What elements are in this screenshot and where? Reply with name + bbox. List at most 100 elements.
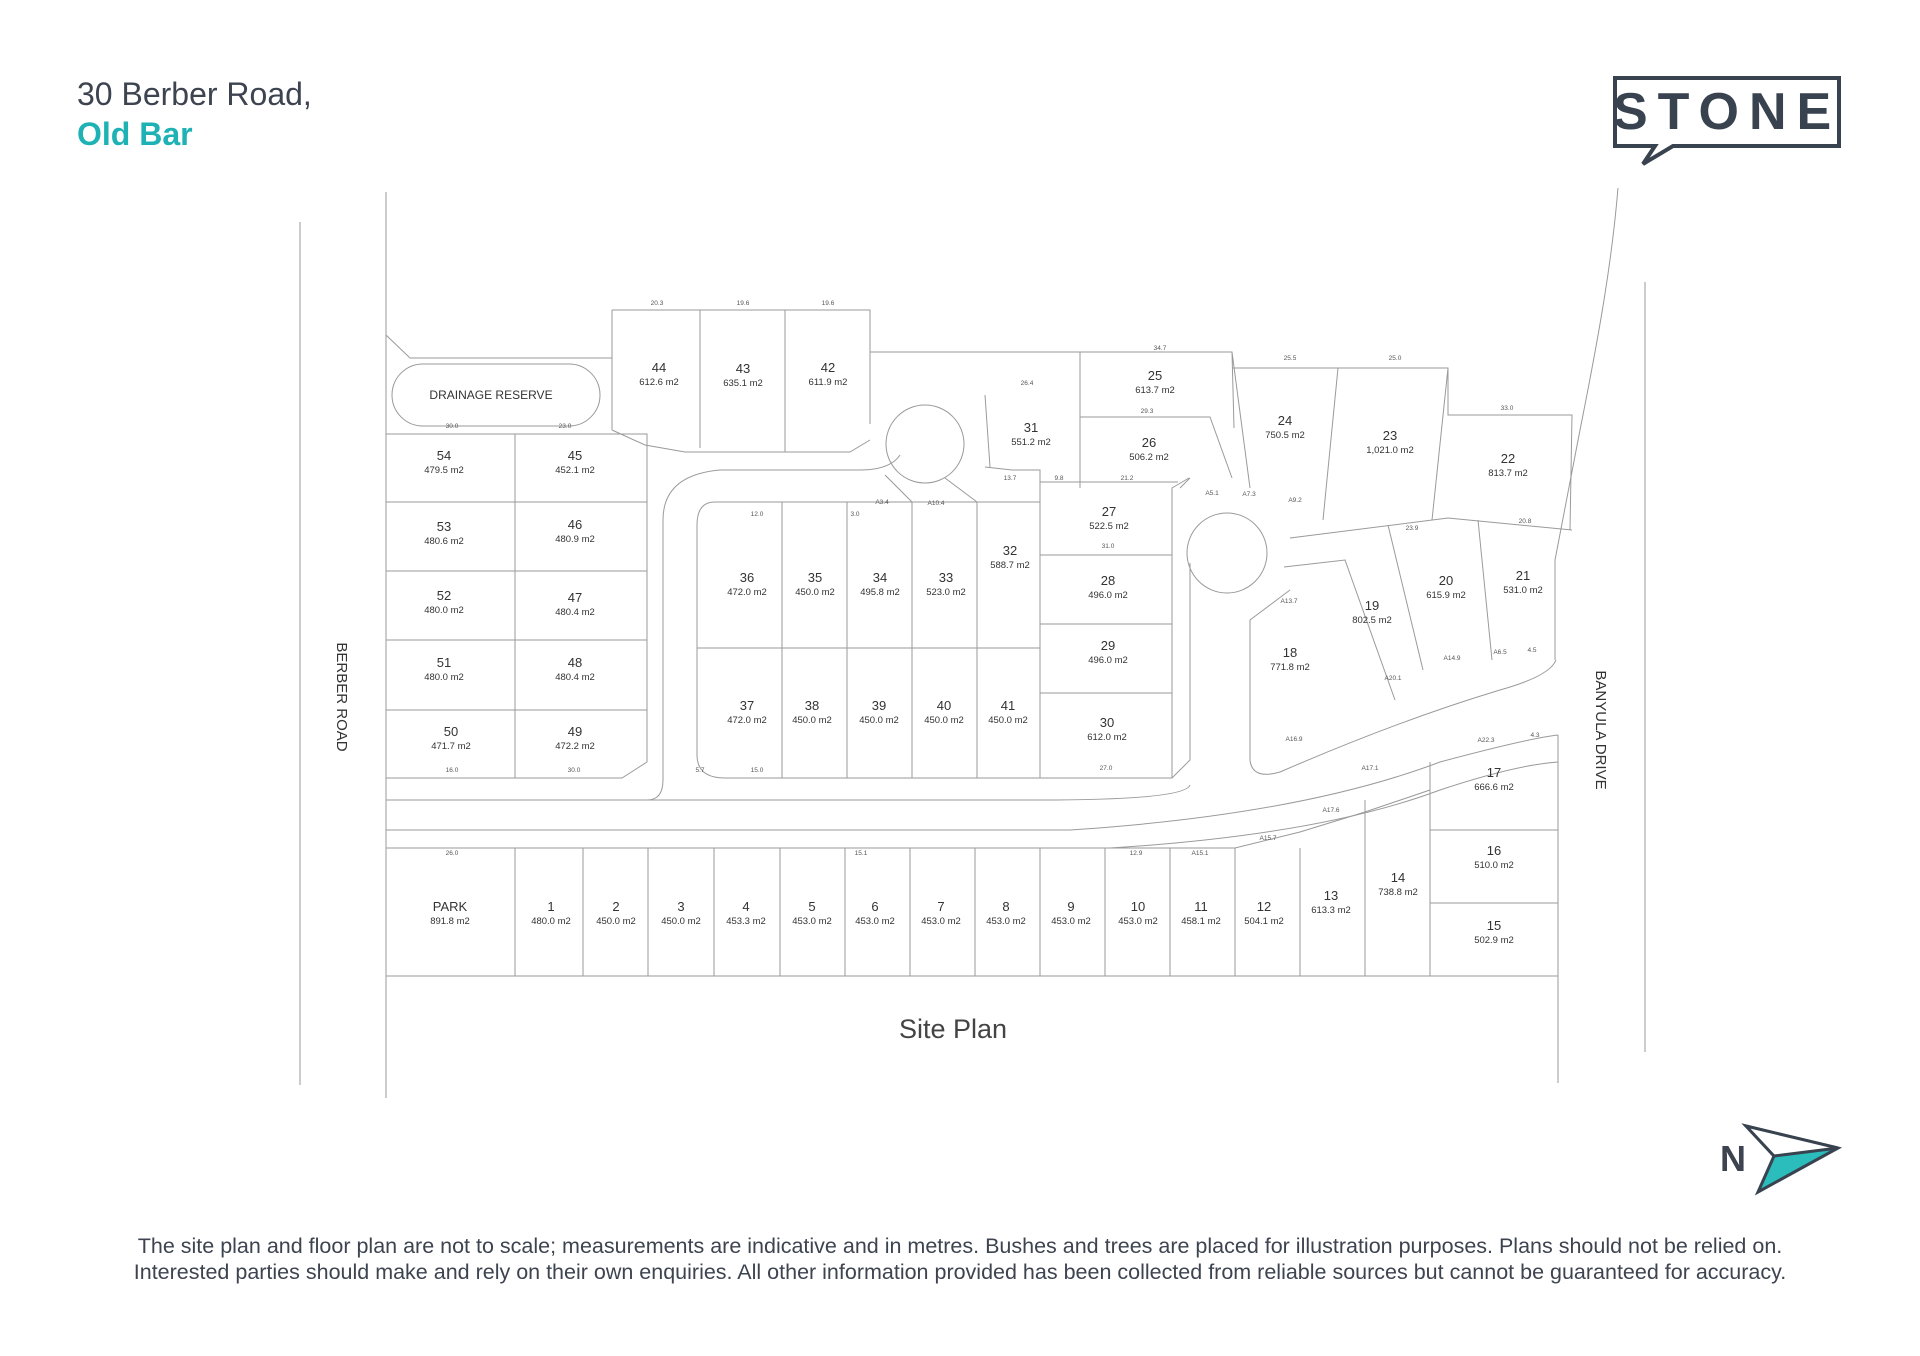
lot-number-label: 13 <box>1324 888 1338 903</box>
lot-number-label: 5 <box>808 899 815 914</box>
plan-line <box>611 309 1080 453</box>
lot-number-label: 20 <box>1439 573 1453 588</box>
lot-number-label: 49 <box>568 724 582 739</box>
dimension-label: 34.7 <box>1154 345 1167 352</box>
lot-number-label: 17 <box>1487 765 1501 780</box>
lot-number-label: 23 <box>1383 428 1397 443</box>
dimension-label: 31.0 <box>1102 543 1115 550</box>
site-plan-title: Site Plan <box>899 1014 1007 1044</box>
north-arrow-icon <box>1741 1123 1843 1196</box>
lot-number-label: 40 <box>937 698 951 713</box>
dimension-label: 19.6 <box>737 300 750 307</box>
banyula-drive-curve-line <box>1554 187 1619 561</box>
plan-line <box>696 466 1041 779</box>
lot-number-label: 14 <box>1391 870 1405 885</box>
lot-area-label: 450.0 m2 <box>795 587 835 598</box>
plan-line <box>1040 477 1191 779</box>
disclaimer-line-1: The site plan and floor plan are not to … <box>137 1234 1783 1258</box>
cul-de-sac-west <box>885 404 965 484</box>
dimension-label: 29.3 <box>1141 408 1154 415</box>
lot-number-label: 22 <box>1501 451 1515 466</box>
address-line-2: Old Bar <box>77 116 193 152</box>
plan-line <box>646 454 901 801</box>
lot-area-label: 450.0 m2 <box>792 715 832 726</box>
dimension-label: 23.0 <box>559 423 572 430</box>
lot-area-label: 613.7 m2 <box>1135 385 1175 396</box>
lot-area-label: 611.9 m2 <box>809 377 848 388</box>
lot-area-label: 495.8 m2 <box>860 587 900 598</box>
lot-number-label: 6 <box>871 899 878 914</box>
lot-number-label: 33 <box>939 570 953 585</box>
dimension-label: 20.3 <box>651 300 664 307</box>
lot-number-label: 26 <box>1142 435 1156 450</box>
plan-line <box>1249 519 1557 775</box>
lot-area-label: 615.9 m2 <box>1426 590 1466 601</box>
lot-number-label: 41 <box>1001 698 1015 713</box>
lot-number-label: 3 <box>677 899 684 914</box>
dimension-label: 13.7 <box>1004 475 1017 482</box>
lot-area-label: 453.0 m2 <box>1051 916 1091 927</box>
plan-line <box>386 789 1431 849</box>
lot-area-label: 453.3 m2 <box>726 916 766 927</box>
dimension-label: A16.9 <box>1286 736 1303 743</box>
plan-line <box>386 735 1559 977</box>
dimension-label: 15.0 <box>751 767 764 774</box>
dimension-label: 25.0 <box>1389 355 1402 362</box>
lot-area-label: 612.6 m2 <box>639 377 679 388</box>
lot-number-label: 46 <box>568 517 582 532</box>
dimension-label: 15.1 <box>855 850 868 857</box>
lot-area-label: 613.3 m2 <box>1311 905 1351 916</box>
lot-area-label: 450.0 m2 <box>661 916 701 927</box>
lot-area-label: 471.7 m2 <box>431 741 471 752</box>
drainage-reserve-shape <box>391 363 601 427</box>
lot-number-label: 39 <box>872 698 886 713</box>
lot-area-label: 738.8 m2 <box>1378 887 1418 898</box>
plan-line <box>1232 367 1573 539</box>
dimension-label: A7.3 <box>1242 491 1256 498</box>
dimension-label: 26.4 <box>1021 380 1034 387</box>
lot-area-label: 510.0 m2 <box>1474 860 1514 871</box>
plan-line <box>386 734 1559 831</box>
lot-number-label: 27 <box>1102 504 1116 519</box>
lot-number-label: 47 <box>568 590 582 605</box>
lot-area-label: 612.0 m2 <box>1087 732 1127 743</box>
lot-area-label: 502.9 m2 <box>1474 935 1514 946</box>
dimension-label: 9.8 <box>1054 475 1063 482</box>
lot-number-label: 35 <box>808 570 822 585</box>
dimension-label: A14.9 <box>1444 655 1461 662</box>
cul-de-sac-east <box>1186 512 1268 594</box>
lot-number-label: 38 <box>805 698 819 713</box>
lot-number-label: PARK <box>433 899 468 914</box>
dimension-label: A3.4 <box>875 499 889 506</box>
lot-area-label: 480.0 m2 <box>424 672 464 683</box>
lot-area-label: 452.1 m2 <box>555 465 595 476</box>
lot-number-label: 1 <box>547 899 554 914</box>
dimension-label: 23.9 <box>1406 525 1419 532</box>
dimension-label: A6.5 <box>1493 649 1507 656</box>
lot-area-label: 453.0 m2 <box>986 916 1026 927</box>
dimension-label: 25.5 <box>1284 355 1297 362</box>
stone-logo-text: STONE <box>1613 83 1842 141</box>
lot-number-label: 45 <box>568 448 582 463</box>
dimension-label: A13.7 <box>1281 598 1298 605</box>
lot-number-label: 53 <box>437 519 451 534</box>
lot-number-label: 29 <box>1101 638 1115 653</box>
dimension-label: A10.4 <box>928 500 945 507</box>
dimension-label: A22.3 <box>1478 737 1495 744</box>
lot-number-label: 4 <box>742 899 749 914</box>
lot-number-label: 48 <box>568 655 582 670</box>
lot-area-label: 450.0 m2 <box>924 715 964 726</box>
dimension-label: 12.0 <box>751 511 764 518</box>
plan-line <box>984 351 1251 489</box>
dimension-label: 33.0 <box>1501 405 1514 412</box>
lot-area-label: 458.1 m2 <box>1181 916 1221 927</box>
berber-road-label: BERBER ROAD <box>333 642 350 751</box>
dimension-label: 4.5 <box>1527 647 1536 654</box>
lot-area-label: 453.0 m2 <box>855 916 895 927</box>
dimension-label: 3.0 <box>850 511 859 518</box>
dimension-label: A17.6 <box>1323 807 1340 814</box>
stone-logo-frame <box>1613 76 1841 166</box>
lot-number-label: 42 <box>821 360 835 375</box>
disclaimer-text: The site plan and floor plan are not to … <box>60 1233 1860 1285</box>
lot-number-label: 2 <box>612 899 619 914</box>
